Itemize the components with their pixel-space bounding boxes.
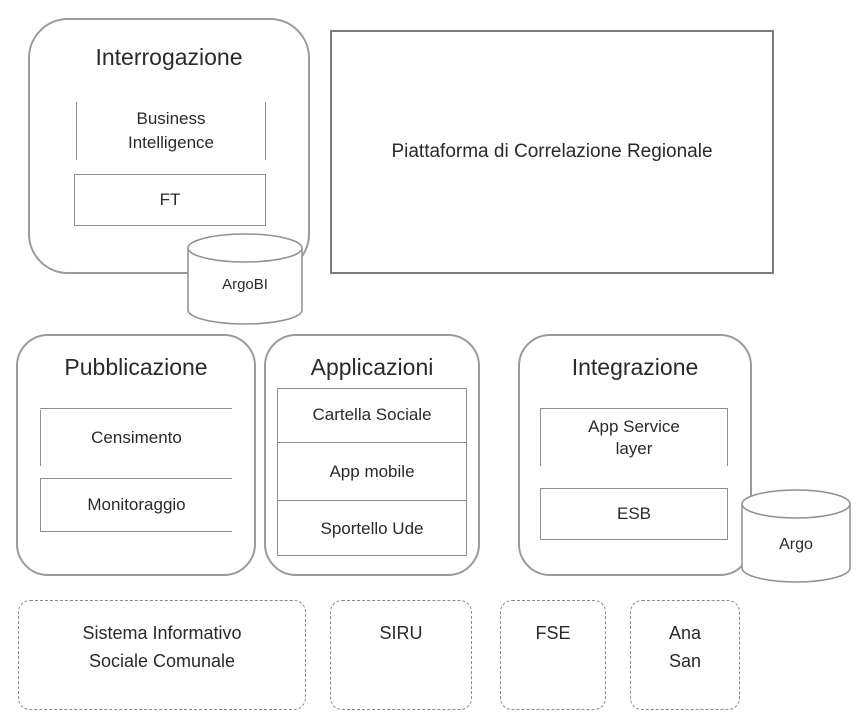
argobi-database-icon [187,233,303,325]
pubblicazione-title: Pubblicazione [64,354,208,380]
app-mobile-item: App mobile [329,462,415,481]
pubblicazione-group [16,334,256,576]
applicazioni-divider-2 [277,500,467,501]
sistema-informativo-label: Sistema Informativo Sociale Comunale [82,623,242,671]
argobi-label: ArgoBI [222,276,268,293]
fse-label: FSE [535,623,571,643]
sportello-item: Sportello Ude [320,519,424,538]
cartella-sociale-item: Cartella Sociale [312,405,432,424]
interrogazione-group [28,18,310,274]
fse-box: FSE [500,600,606,710]
piattaforma-box: Piattaforma di Correlazione Regionale [330,30,774,274]
app-service-layer-box: App Service layer [540,408,728,466]
applicazioni-title: Applicazioni [310,354,434,380]
siru-box: SIRU [330,600,472,710]
ft-box: FT [74,174,266,226]
integrazione-group [518,334,752,576]
censimento-item: Censimento [40,410,232,466]
applicazioni-divider-1 [277,442,467,443]
piattaforma-label: Piattaforma di Correlazione Regionale [391,141,713,162]
siru-label: SIRU [379,623,423,643]
ana-san-box: Ana San [630,600,740,710]
monitoraggio-item: Monitoraggio [40,478,232,532]
interrogazione-title: Interrogazione [95,44,243,70]
applicazioni-list [277,388,467,556]
applicazioni-group [264,334,480,576]
esb-box: ESB [540,488,728,540]
sistema-informativo-box: Sistema Informativo Sociale Comunale [18,600,306,710]
argo-database-icon [741,489,851,583]
pubblicazione-divider-top [40,408,232,409]
ana-san-label: Ana San [668,623,702,671]
business-intelligence-box: Business Intelligence [76,102,266,160]
integrazione-title: Integrazione [571,354,699,380]
argo-label: Argo [779,536,813,553]
